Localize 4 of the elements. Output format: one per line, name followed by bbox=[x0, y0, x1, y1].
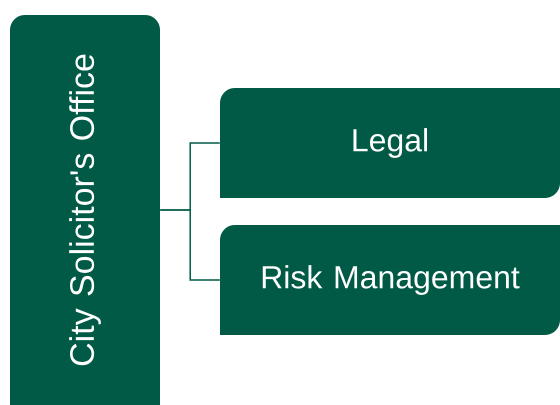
unit-box: Risk Management bbox=[220, 225, 560, 335]
unit-box: Legal bbox=[220, 88, 560, 198]
connector-line bbox=[160, 209, 220, 281]
title-box: City Solicitor's Office bbox=[10, 15, 160, 405]
